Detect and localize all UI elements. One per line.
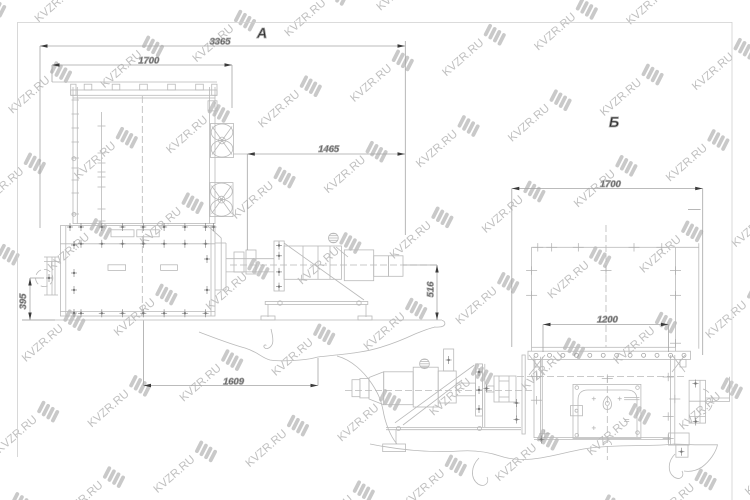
svg-text:1700: 1700	[138, 55, 160, 66]
svg-text:А: А	[256, 26, 267, 42]
svg-text:1200: 1200	[597, 313, 619, 324]
svg-text:516: 516	[425, 281, 436, 297]
svg-text:Б: Б	[609, 115, 619, 131]
svg-text:1465: 1465	[318, 143, 340, 154]
svg-text:3365: 3365	[210, 36, 232, 47]
svg-text:1609: 1609	[223, 376, 245, 387]
svg-text:395: 395	[17, 293, 28, 309]
svg-text:1700: 1700	[600, 178, 622, 189]
